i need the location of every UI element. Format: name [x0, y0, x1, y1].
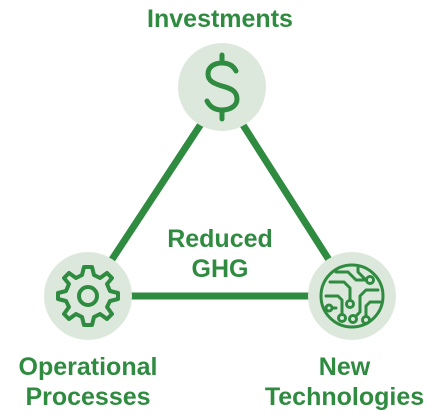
newtech-label-line-1: New: [318, 353, 371, 381]
new-technologies-label: New Technologies: [250, 352, 439, 412]
gear-icon: [56, 265, 120, 327]
circuit-icon: [319, 263, 385, 329]
center-label: Reduced GHG: [130, 224, 310, 284]
operational-label-line-2: Processes: [25, 383, 151, 411]
dollar-icon: [204, 52, 240, 122]
node-investments: [178, 43, 266, 131]
center-label-line-2: GHG: [191, 255, 249, 283]
node-new-technologies: [308, 252, 396, 340]
center-label-line-1: Reduced: [167, 225, 273, 253]
operational-processes-label: Operational Processes: [0, 352, 176, 412]
investments-label: Investments: [100, 4, 340, 34]
operational-label-line-1: Operational: [18, 353, 158, 381]
investments-label-text: Investments: [147, 5, 293, 33]
newtech-label-line-2: Technologies: [264, 383, 425, 411]
node-operational-processes: [44, 252, 132, 340]
